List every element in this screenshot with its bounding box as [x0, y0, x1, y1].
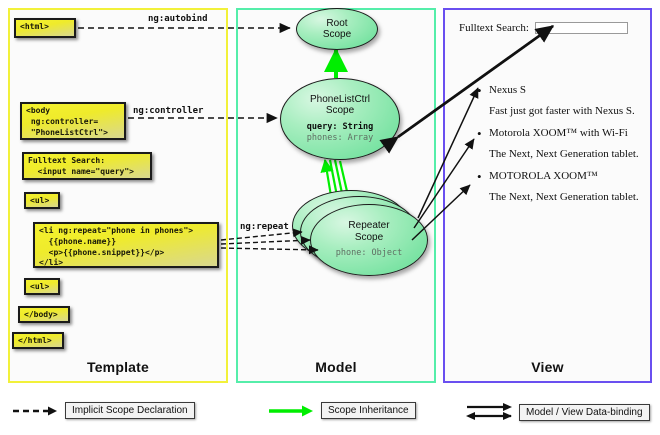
- code-box-search: Fulltext Search: <input name="query">: [22, 152, 152, 180]
- panel-template-label: Template: [86, 359, 150, 375]
- label-ng-controller: ng:controller: [133, 106, 204, 116]
- list-item: Nexus S Fast just got faster with Nexus …: [475, 81, 650, 119]
- code-box-html-open: <html>: [14, 18, 76, 38]
- dashed-arrow-icon: [13, 406, 57, 415]
- list-item: Motorola XOOM™ with Wi-Fi The Next, Next…: [475, 124, 650, 162]
- scope-repeater-props: phone: Object: [336, 248, 403, 259]
- view-search-input[interactable]: [534, 22, 628, 34]
- view-search-label: Fulltext Search:: [459, 22, 529, 34]
- panel-view-label: View: [531, 359, 564, 375]
- prop-phone: phone: Object: [335, 248, 403, 259]
- view-search-row: Fulltext Search:: [459, 22, 628, 34]
- legend-label-inheritance: Scope Inheritance: [321, 402, 416, 419]
- phone-name: MOTOROLA XOOM™: [475, 167, 650, 186]
- code-box-ul-close: <ul>: [24, 278, 60, 295]
- view-phone-list: Nexus S Fast just got faster with Nexus …: [475, 81, 650, 211]
- phone-snippet: Fast just got faster with Nexus S.: [489, 104, 635, 117]
- panel-model-label: Model: [315, 359, 357, 375]
- legend-label-implicit: Implicit Scope Declaration: [65, 402, 195, 419]
- phone-snippet: The Next, Next Generation tablet.: [489, 147, 639, 160]
- scope-phonelistctrl-props: query: String phones: Array: [307, 122, 374, 144]
- phone-name: Nexus S: [475, 81, 650, 100]
- code-box-html-close: </html>: [12, 332, 64, 349]
- legend-item-inheritance: Scope Inheritance: [268, 402, 416, 419]
- code-box-li-repeat: <li ng:repeat="phone in phones"> {{phone…: [33, 222, 219, 268]
- prop-query: query: String: [306, 121, 374, 132]
- code-box-body-open: <body ng:controller= "PhoneListCtrl">: [20, 102, 126, 140]
- code-box-body-close: </body>: [18, 306, 70, 323]
- list-item: MOTOROLA XOOM™ The Next, Next Generation…: [475, 167, 650, 205]
- prop-phones: phones: Array: [306, 133, 374, 143]
- label-ng-autobind: ng:autobind: [148, 14, 208, 24]
- solid-arrow-icon: [269, 405, 313, 416]
- panel-view: Fulltext Search: Nexus S Fast just got f…: [443, 8, 652, 383]
- legend: Implicit Scope Declaration Scope Inherit…: [0, 392, 660, 435]
- view-content: Fulltext Search: Nexus S Fast just got f…: [445, 10, 650, 381]
- legend-item-implicit: Implicit Scope Declaration: [12, 402, 195, 419]
- legend-item-databinding: Model / View Data-binding: [466, 402, 650, 422]
- code-box-ul-open: <ul>: [24, 192, 60, 209]
- phone-name: Motorola XOOM™ with Wi-Fi: [475, 124, 650, 143]
- label-ng-repeat: ng:repeat: [240, 222, 289, 232]
- double-arrow-icon: [466, 403, 512, 420]
- legend-label-databinding: Model / View Data-binding: [519, 403, 650, 421]
- phone-snippet: The Next, Next Generation tablet.: [489, 190, 639, 203]
